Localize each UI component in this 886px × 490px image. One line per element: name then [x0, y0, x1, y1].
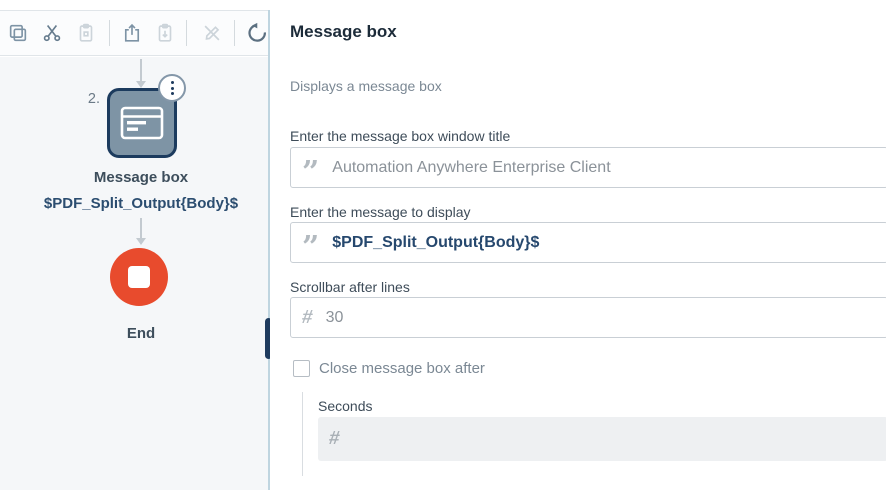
toolbar-separator — [109, 20, 111, 46]
seconds-label: Seconds — [318, 398, 373, 414]
flow-connector — [140, 218, 142, 238]
window-title-value: Automation Anywhere Enterprise Client — [332, 158, 611, 176]
window-title-label: Enter the message box window title — [290, 128, 511, 144]
copy-icon — [9, 24, 27, 42]
ellipsis-icon — [170, 86, 174, 90]
flow-connector — [140, 59, 142, 81]
flow-toolbar — [0, 11, 268, 56]
edit-button[interactable] — [201, 21, 223, 45]
message-input[interactable]: $PDF_Split_Output{Body}$ — [290, 222, 886, 263]
connector-arrowhead — [136, 238, 146, 245]
action-properties-panel: Message box Displays a message box Enter… — [270, 10, 886, 490]
scrollbar-lines-label: Scrollbar after lines — [290, 279, 410, 295]
export-button[interactable] — [121, 21, 143, 45]
scrollbar-lines-value: 30 — [325, 308, 344, 326]
message-label: Enter the message to display — [290, 204, 471, 220]
scrollbar-thumb[interactable] — [265, 318, 272, 359]
toolbar-separator — [186, 20, 187, 46]
ellipsis-icon — [170, 92, 174, 95]
message-box-icon — [120, 106, 164, 140]
cut-button[interactable] — [41, 21, 63, 45]
message-value: $PDF_Split_Output{Body}$ — [332, 233, 540, 251]
step-number: 2. — [87, 91, 100, 107]
window-title-input[interactable]: Automation Anywhere Enterprise Client — [290, 147, 886, 188]
clipboard-down-icon — [158, 23, 172, 42]
end-node[interactable] — [110, 248, 168, 306]
toolbar-separator — [234, 20, 235, 46]
close-after-row: Close message box after — [293, 360, 485, 377]
number-icon — [302, 307, 313, 329]
flow-canvas[interactable]: 2. Message box $PDF_Split_Output{Body}$ … — [0, 57, 268, 490]
pencil-slash-icon — [204, 25, 220, 41]
clipboard-icon — [79, 23, 93, 42]
panel-description: Displays a message box — [290, 78, 442, 94]
copy-button[interactable] — [7, 21, 29, 45]
group-indent-line — [302, 392, 303, 476]
quote-icon — [302, 233, 319, 253]
scrollbar-lines-input[interactable]: 30 — [290, 297, 886, 338]
stop-icon — [128, 266, 150, 288]
close-after-checkbox[interactable] — [293, 360, 310, 377]
connector-arrowhead — [136, 81, 146, 88]
seconds-input[interactable] — [318, 417, 886, 461]
number-icon — [329, 428, 340, 450]
scissors-icon — [43, 24, 61, 42]
end-node-label: End — [126, 325, 156, 342]
undo-icon — [248, 22, 266, 42]
close-after-label: Close message box after — [319, 360, 485, 377]
undo-button[interactable] — [246, 21, 268, 45]
panel-title: Message box — [290, 22, 397, 41]
node-title: Message box — [93, 169, 189, 186]
node-variable: $PDF_Split_Output{Body}$ — [43, 195, 239, 212]
panel-divider — [268, 10, 270, 490]
paste-button[interactable] — [75, 21, 97, 45]
share-up-icon — [124, 23, 140, 42]
quote-icon — [302, 158, 319, 178]
node-options-button[interactable] — [158, 74, 186, 102]
ellipsis-icon — [170, 81, 174, 84]
paste-special-button[interactable] — [154, 21, 176, 45]
